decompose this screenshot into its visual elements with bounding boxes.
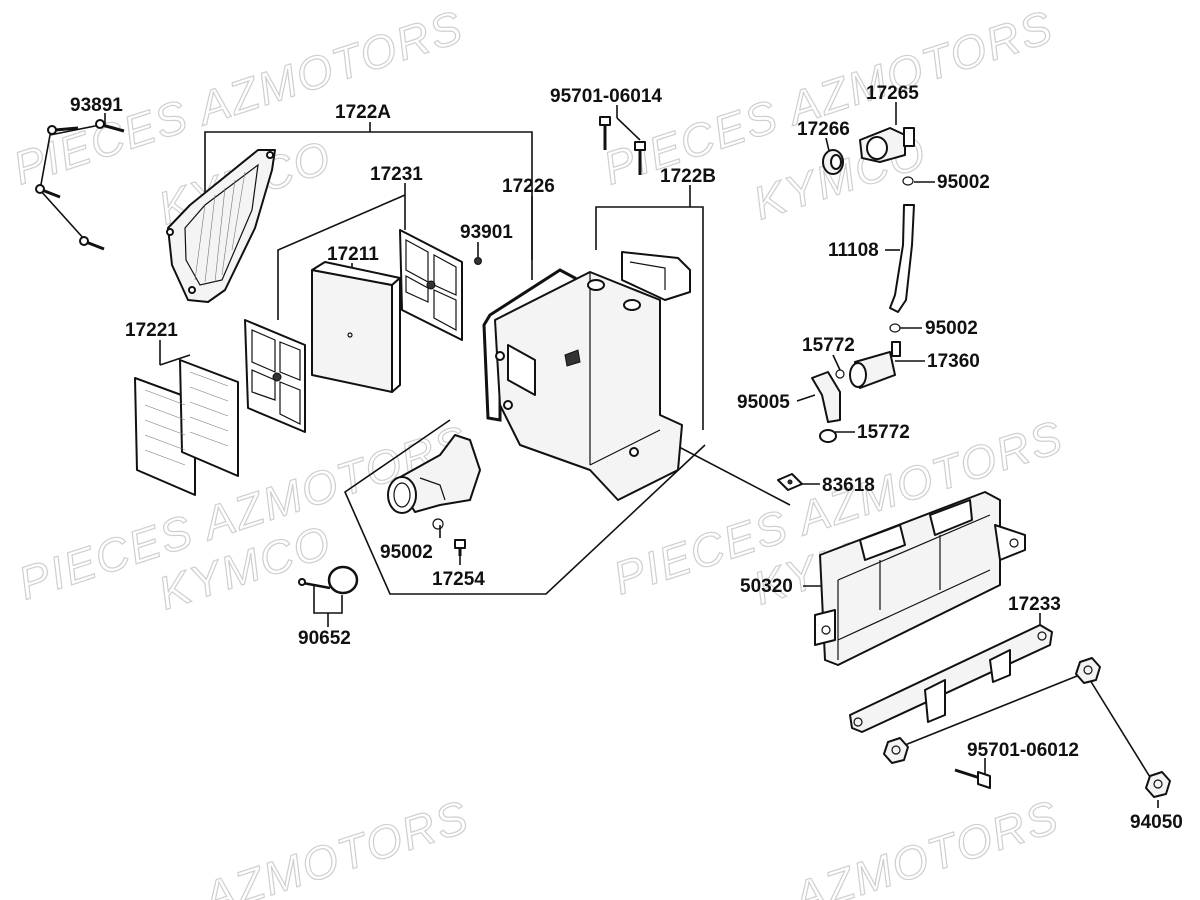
nut-plate-icon — [777, 473, 803, 491]
part-label-17211[interactable]: 17211 — [327, 244, 379, 265]
part-label-17266[interactable]: 17266 — [797, 119, 850, 140]
bolt-small-icon — [454, 539, 466, 556]
part-labels: 93891 1722A 17231 17226 95701-06014 1722… — [70, 83, 1183, 833]
flange-nut-icon — [883, 657, 1171, 798]
watermark-text: AZMOTORS — [194, 790, 475, 900]
part-label-95701-06012[interactable]: 95701-06012 — [967, 740, 1079, 761]
part-label-1722A[interactable]: 1722A — [335, 102, 391, 123]
intake-boot-icon — [387, 434, 481, 514]
part-label-15772-top[interactable]: 15772 — [802, 335, 855, 356]
part-label-94050[interactable]: 94050 — [1130, 812, 1183, 833]
bolt-long-icon — [954, 768, 991, 789]
filter-frame-large-icon — [244, 319, 306, 433]
part-label-1722B[interactable]: 1722B — [660, 166, 716, 187]
part-label-95701-06014[interactable]: 95701-06014 — [550, 86, 662, 107]
part-label-93891[interactable]: 93891 — [70, 95, 123, 116]
hose-clamp-icon — [298, 565, 359, 595]
part-label-93901[interactable]: 93901 — [460, 222, 513, 243]
breather-joint-icon — [859, 127, 915, 163]
part-label-11108[interactable]: 11108 — [828, 240, 879, 261]
screw-small-icon — [474, 257, 482, 265]
part-label-17231[interactable]: 17231 — [370, 164, 423, 185]
part-label-17233[interactable]: 17233 — [1008, 594, 1061, 615]
air-box-case-icon — [494, 251, 691, 501]
part-label-95002-mid[interactable]: 95002 — [925, 318, 978, 339]
filter-frame-small-icon — [399, 229, 463, 341]
part-label-15772-bottom[interactable]: 15772 — [857, 422, 910, 443]
mounting-bracket-icon — [814, 491, 1026, 666]
hose-elbow-icon — [811, 371, 841, 423]
part-label-83618[interactable]: 83618 — [822, 475, 875, 496]
part-label-17226[interactable]: 17226 — [502, 176, 555, 197]
watermark-text: AZMOTORS — [784, 790, 1065, 900]
bolt-icon — [599, 116, 646, 175]
filter-element-icon — [311, 261, 401, 393]
air-cleaner-cover-icon — [166, 149, 276, 303]
part-label-17221[interactable]: 17221 — [125, 320, 178, 341]
part-label-95002-top[interactable]: 95002 — [937, 172, 990, 193]
part-label-17360[interactable]: 17360 — [927, 351, 980, 372]
hose-clip-icon — [819, 369, 845, 443]
breather-hose-icon — [889, 204, 915, 313]
breather-cap-icon — [822, 149, 844, 175]
part-label-95002-bottom[interactable]: 95002 — [380, 542, 433, 563]
clamp-icon — [432, 176, 914, 530]
filter-pad-icon — [134, 359, 239, 496]
part-label-90652[interactable]: 90652 — [298, 628, 351, 649]
connector-tube-icon — [849, 341, 901, 389]
stay-bar-icon — [849, 624, 1053, 733]
part-label-17265[interactable]: 17265 — [866, 83, 919, 104]
part-label-50320[interactable]: 50320 — [740, 576, 793, 597]
part-label-17254[interactable]: 17254 — [432, 569, 485, 590]
screw-icon — [35, 119, 125, 251]
part-label-95005[interactable]: 95005 — [737, 392, 790, 413]
